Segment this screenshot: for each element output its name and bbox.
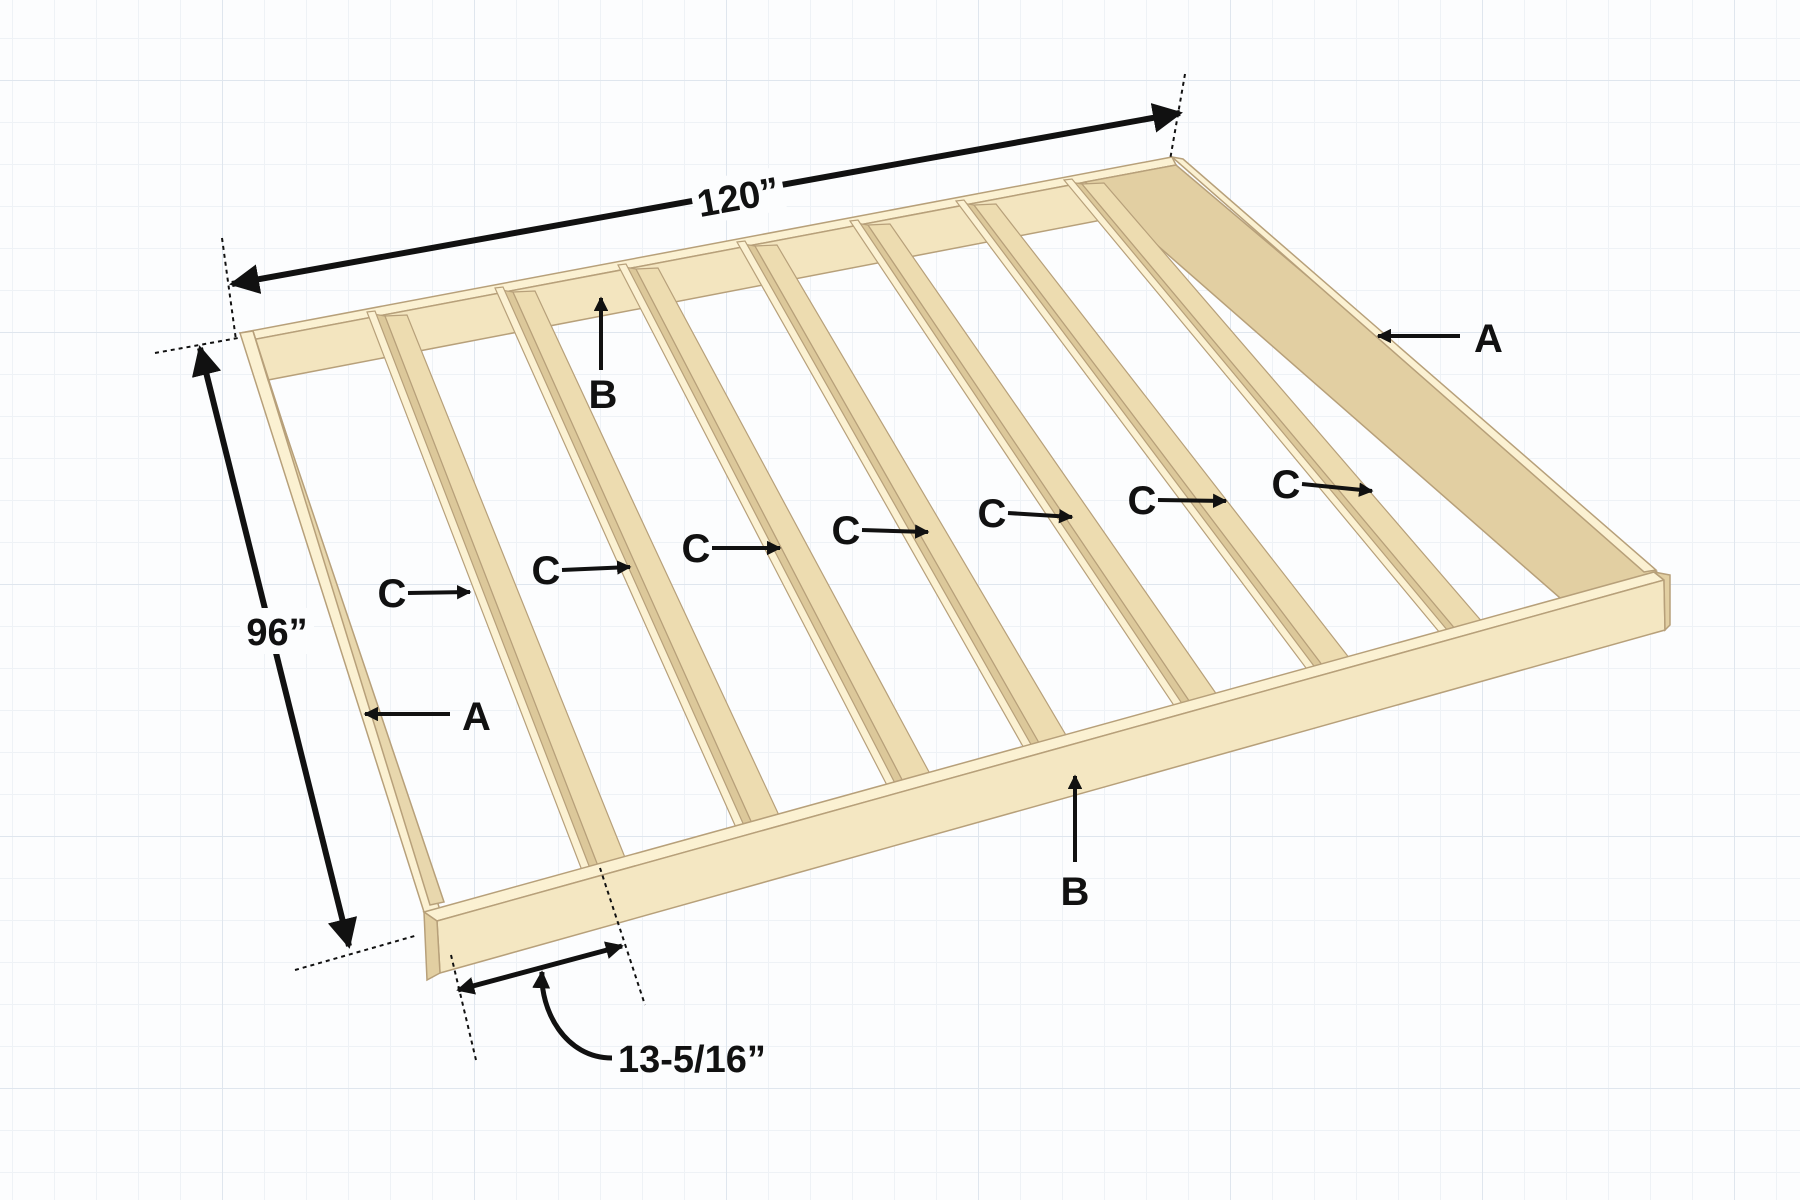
callout-label-joist-6: C xyxy=(1128,479,1157,523)
joist-callout-group: C C C C C C C xyxy=(378,463,1374,616)
depth-dimension-label: 96” xyxy=(246,612,307,654)
callout-label-joist-3: C xyxy=(682,527,711,571)
spacing-leader xyxy=(532,970,613,1061)
callout-arrow-joist-7 xyxy=(1301,482,1374,497)
depth-extension-top xyxy=(154,337,239,354)
width-extension-left xyxy=(221,237,237,341)
callout-label-rim-right: A xyxy=(1474,317,1503,361)
spacing-extension-right xyxy=(599,867,646,1006)
callout-arrow-joist-4 xyxy=(861,524,930,539)
callout-label-joist-7: C xyxy=(1272,463,1301,507)
rim-front-right-end xyxy=(1653,571,1671,632)
dimension-annotations: 120” 96” 13-5/16” xyxy=(154,73,1186,1081)
rim-front-face xyxy=(436,579,1666,974)
part-callouts: B B A A C C C C C C C xyxy=(363,296,1503,914)
callout-label-joist-2: C xyxy=(532,549,561,593)
joist-4-face xyxy=(753,244,1071,749)
callout-label-rim-front: B xyxy=(1061,870,1090,914)
depth-label-bg xyxy=(240,608,314,654)
floor-frame xyxy=(238,155,1671,982)
width-label-bg xyxy=(688,166,788,226)
callout-label-rim-back: B xyxy=(589,373,618,417)
rim-front-top xyxy=(422,571,1666,922)
width-dimension-label: 120” xyxy=(694,170,783,226)
spacing-extension-left xyxy=(450,954,477,1061)
rim-front-end xyxy=(423,910,441,982)
callout-arrow-joist-5 xyxy=(1007,509,1074,524)
depth-extension-bottom xyxy=(294,934,419,971)
callout-arrow-joist-2 xyxy=(561,560,632,575)
spacing-dimension-line xyxy=(456,941,624,995)
callout-label-joist-4: C xyxy=(832,509,861,553)
callout-label-joist-1: C xyxy=(378,572,407,616)
callout-arrow-joist-1 xyxy=(407,585,472,600)
callout-label-rim-left: A xyxy=(462,695,491,739)
joist-group xyxy=(366,178,1492,874)
callout-label-joist-5: C xyxy=(978,492,1007,536)
spacing-dimension-label: 13-5/16” xyxy=(618,1039,766,1081)
callout-arrow-joist-6 xyxy=(1157,493,1228,509)
